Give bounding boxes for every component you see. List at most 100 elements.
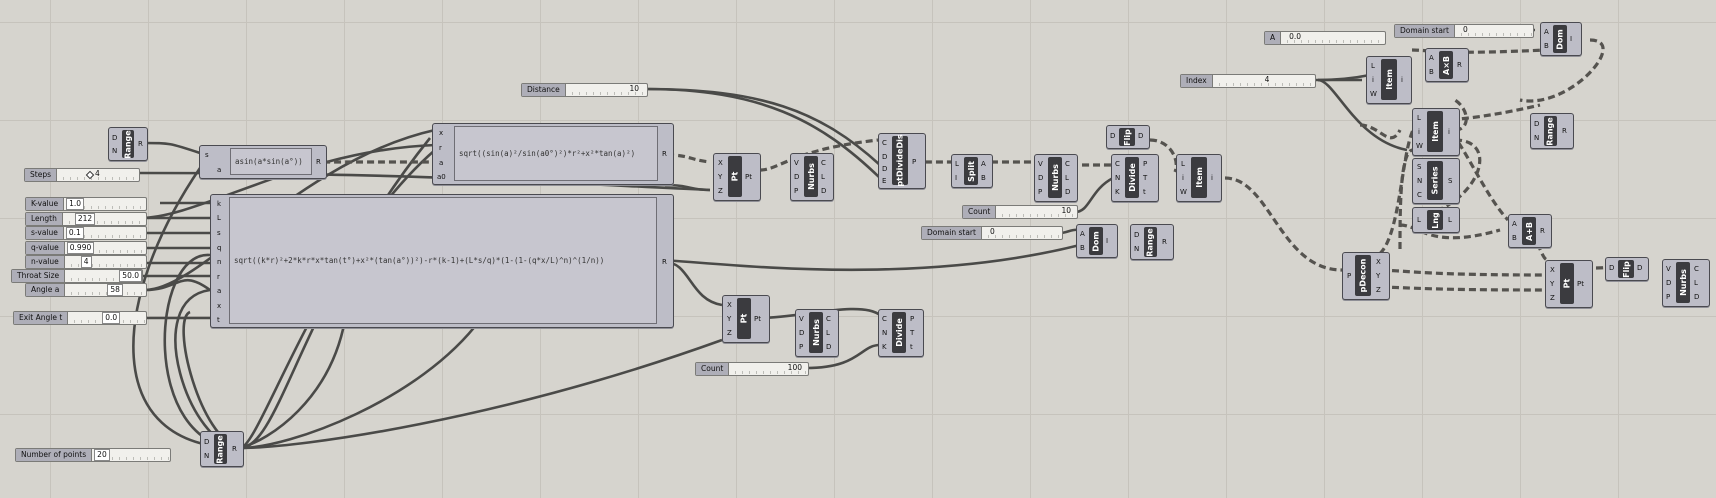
dom-component-top[interactable]: A B Dom I	[1540, 22, 1582, 56]
series-component[interactable]: S N C Series S	[1412, 158, 1460, 204]
k-value-slider[interactable]: K-value 1.0	[25, 197, 147, 211]
range-component-mid[interactable]: D N Range R	[1130, 224, 1174, 260]
item-label: Item	[1191, 157, 1207, 198]
n-value-slider[interactable]: n-value 4	[25, 255, 147, 269]
asin-formula: asin(a*sin(a°))	[230, 148, 312, 175]
count-slider-bottom[interactable]: Count 100	[695, 362, 809, 376]
pin-p: P	[910, 315, 915, 323]
pin-s: s	[205, 151, 209, 159]
pt-component-bottom[interactable]: X Y Z Pt Pt	[722, 295, 770, 343]
pin-l: L	[826, 329, 830, 337]
number-of-points-slider[interactable]: Number of points 20	[15, 448, 171, 462]
length-value: 212	[74, 213, 96, 225]
count-slider-top[interactable]: Count 10	[962, 205, 1078, 219]
pdecon-component[interactable]: P pDecon X Y Z	[1342, 252, 1390, 300]
flip-component-right[interactable]: D Flip D	[1605, 257, 1649, 281]
domain-start-slider-1[interactable]: Domain start 0	[921, 226, 1063, 240]
pt-component-top[interactable]: X Y Z Pt Pt	[713, 153, 761, 201]
dom-component-mid[interactable]: A B Dom I	[1076, 224, 1118, 258]
throat-size-slider[interactable]: Throat Size 50.0	[11, 269, 143, 283]
angle-a-slider[interactable]: Angle a 58	[25, 283, 147, 297]
item-label: Item	[1427, 111, 1443, 152]
pin-a: a	[439, 159, 444, 167]
pt-label: Pt	[728, 156, 742, 197]
count-value: 10	[1061, 206, 1071, 215]
item-component-top[interactable]: L i W Item i	[1366, 56, 1412, 104]
range-component-bottom[interactable]: D N Range R	[200, 431, 244, 467]
pin-p: P	[1143, 160, 1148, 168]
pin-l: L	[1181, 160, 1185, 168]
ptdividedis-component[interactable]: C D D E ptDivideDis P	[878, 133, 926, 189]
expression-sqrt-top[interactable]: x r a a0 sqrt((sin(a)²/sin(a0°)²)*r²+x²*…	[432, 123, 674, 185]
nurbs-component-right[interactable]: V D P Nurbs C L D	[1662, 259, 1710, 307]
q-value-label: q-value	[26, 242, 65, 254]
axb-label: A×B	[1439, 51, 1453, 79]
item-component-mid[interactable]: L i W Item i	[1176, 154, 1222, 202]
divide-component-mid[interactable]: C N K Divide P T t	[1111, 154, 1159, 202]
pin-y: Y	[718, 173, 723, 181]
s-value-value: 0.1	[65, 227, 84, 239]
a-slider[interactable]: A 0.0	[1264, 31, 1386, 45]
pin-pt: Pt	[745, 173, 752, 181]
pin-c: C	[882, 139, 887, 147]
lng-label: Lng	[1427, 210, 1443, 230]
throat-size-label: Throat Size	[12, 270, 66, 282]
pin-i: i	[1418, 128, 1420, 136]
pin-i-out: i	[1448, 128, 1450, 136]
q-value-slider[interactable]: q-value 0.990	[25, 241, 147, 255]
flip-label: Flip	[1618, 260, 1634, 278]
pin-w: W	[1180, 188, 1187, 196]
pin-p: P	[1666, 293, 1671, 301]
divide-component-bottom[interactable]: C N K Divide P T t	[878, 309, 924, 357]
ptdividedis-label: ptDivideDis	[892, 134, 908, 187]
pt-component-right[interactable]: X Y Z Pt Pt	[1545, 260, 1593, 308]
a-value: 0.0	[1289, 32, 1302, 41]
nurbs-component-bottom[interactable]: V D P Nurbs C L D	[795, 309, 839, 357]
steps-slider[interactable]: Steps 4	[24, 168, 140, 182]
split-component[interactable]: L I Split A B	[951, 154, 993, 188]
pin-a: A	[1080, 230, 1085, 238]
pin-l: L	[1417, 114, 1421, 122]
number-of-points-label: Number of points	[16, 449, 93, 461]
pin-d: D	[1609, 264, 1615, 272]
pin-d-out: D	[1138, 132, 1144, 140]
nurbs-component-mid[interactable]: V D P Nurbs C L D	[1034, 154, 1078, 202]
item-component-right[interactable]: L i W Item i	[1412, 108, 1460, 156]
exit-angle-value: 0.0	[102, 312, 121, 324]
range-component-right[interactable]: D N Range R	[1530, 113, 1574, 149]
distance-slider[interactable]: Distance 10	[521, 83, 648, 97]
index-slider[interactable]: Index 4	[1180, 74, 1316, 88]
pin-b: B	[1429, 68, 1434, 76]
aplusb-component[interactable]: A B A+B R	[1508, 214, 1552, 248]
pin-p: P	[912, 158, 917, 166]
lng-component[interactable]: L Lng L	[1412, 207, 1460, 233]
pin-d2: D	[882, 165, 888, 173]
pin-d: D	[882, 153, 888, 161]
exit-angle-slider[interactable]: Exit Angle t 0.0	[13, 311, 147, 325]
nurbs-component-top[interactable]: V D P Nurbs C L D	[790, 153, 834, 201]
pin-t: T	[1143, 174, 1148, 182]
range-component-top[interactable]: D N Range R	[108, 127, 148, 161]
pin-l: L	[1371, 62, 1375, 70]
aplusb-label: A+B	[1522, 217, 1536, 245]
pin-a: A	[981, 160, 986, 168]
pin-r: R	[138, 140, 143, 148]
pin-k: K	[1115, 188, 1120, 196]
length-slider[interactable]: Length 212	[25, 212, 147, 226]
expression-sqrt-main[interactable]: k L s q n r a x t sqrt((k*r)²+2*k*r*x*ta…	[210, 194, 674, 328]
pin-i: I	[955, 174, 958, 182]
axb-component[interactable]: A B A×B R	[1425, 48, 1469, 82]
index-value: 4	[1264, 75, 1270, 84]
pin-a: a	[217, 287, 222, 295]
pin-r: R	[1540, 227, 1545, 235]
pin-a: a	[217, 166, 222, 174]
range-label: Range	[122, 129, 134, 159]
domain-start-slider-2[interactable]: Domain start 0	[1394, 24, 1534, 38]
n-value-value: 4	[80, 256, 92, 268]
flip-component-top[interactable]: D Flip D	[1106, 125, 1150, 149]
pin-a0: a0	[437, 173, 446, 181]
expression-asin[interactable]: s a asin(a*sin(a°)) R	[199, 145, 327, 179]
pin-x: x	[439, 129, 444, 137]
s-value-slider[interactable]: s-value 0.1	[25, 226, 147, 240]
